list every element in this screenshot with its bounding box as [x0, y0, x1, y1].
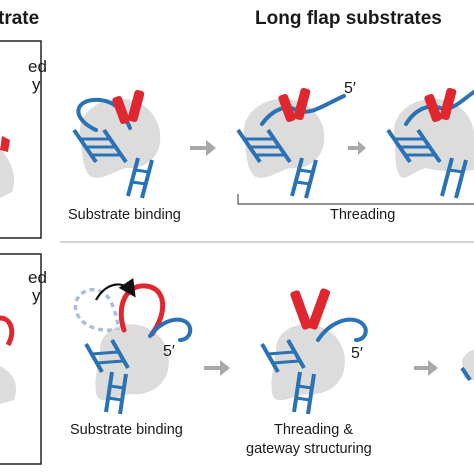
left-top-panel-text-2: y [32, 75, 41, 94]
left-bottom-panel-box [0, 253, 42, 465]
left-bottom-panel-text-1: ed [28, 268, 47, 287]
top-substrate-binding-label: Substrate binding [68, 207, 181, 223]
left-top-partial-structure [0, 136, 15, 198]
top-stage1-structure [72, 89, 161, 199]
left-heading-fragment: trate [0, 8, 40, 29]
bottom-threading-label-1: Threading & [274, 422, 353, 438]
bottom-substrate-binding-label: Substrate binding [70, 422, 183, 438]
bottom-stage3-partial [460, 350, 474, 382]
top-arrow-2 [348, 141, 366, 155]
long-flap-heading: Long flap substrates [255, 8, 442, 29]
top-five-prime-label: 5′ [344, 80, 356, 97]
left-top-panel-box [0, 40, 42, 239]
bottom-stage1-structure [73, 277, 193, 415]
bottom-arrow-2 [414, 360, 438, 376]
left-bottom-partial-structure [0, 315, 17, 404]
top-arrow-1 [190, 140, 216, 156]
top-stage2-structure [236, 87, 346, 199]
left-bottom-panel-text-2: y [32, 286, 41, 305]
bottom-stage2-structure [260, 288, 368, 415]
threading-bracket [237, 194, 474, 205]
bottom-five-prime-label-2: 5′ [351, 345, 363, 362]
bottom-arrow-1 [204, 360, 230, 376]
bottom-threading-label-2: gateway structuring [246, 441, 372, 457]
top-threading-label: Threading [330, 207, 396, 223]
bottom-five-prime-label-1: 5′ [163, 343, 175, 360]
top-stage3-structure [386, 87, 474, 199]
left-top-panel-text-1: ed [28, 57, 47, 76]
